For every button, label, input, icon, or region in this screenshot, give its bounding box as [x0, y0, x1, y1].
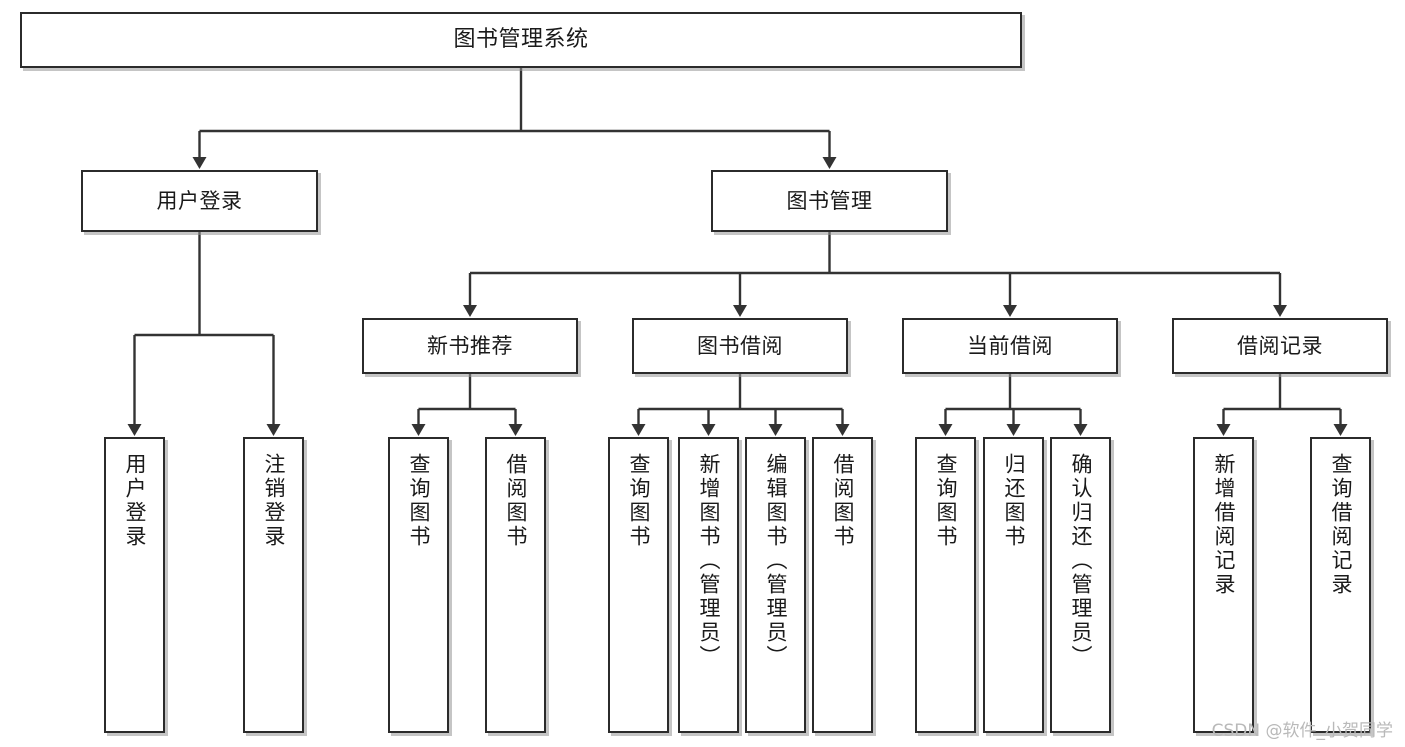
node-label: 确认归还（管理员）	[1069, 453, 1093, 669]
node-label: 查询借阅记录	[1329, 453, 1353, 597]
connector-lines	[127, 68, 1348, 436]
node-l-borrow1[interactable]: 借阅图书	[485, 437, 546, 733]
node-l-return[interactable]: 归还图书	[983, 437, 1044, 733]
node-l-borrow2[interactable]: 借阅图书	[812, 437, 873, 733]
node-bookmgmt[interactable]: 图书管理	[711, 170, 948, 232]
node-label: 注销登录	[262, 453, 286, 549]
node-label: 用户登录	[123, 453, 147, 549]
node-l-logout[interactable]: 注销登录	[243, 437, 304, 733]
node-borrow[interactable]: 图书借阅	[632, 318, 848, 374]
node-current[interactable]: 当前借阅	[902, 318, 1118, 374]
node-login[interactable]: 用户登录	[81, 170, 318, 232]
node-label: 新书推荐	[427, 333, 513, 358]
node-l-add[interactable]: 新增图书（管理员）	[678, 437, 739, 733]
node-l-confirm[interactable]: 确认归还（管理员）	[1050, 437, 1111, 733]
node-l-query2[interactable]: 查询图书	[608, 437, 669, 733]
node-records[interactable]: 借阅记录	[1172, 318, 1388, 374]
node-label: 新增借阅记录	[1212, 453, 1236, 597]
node-l-addrec[interactable]: 新增借阅记录	[1193, 437, 1254, 733]
node-l-query3[interactable]: 查询图书	[915, 437, 976, 733]
node-label: 图书管理	[786, 188, 873, 213]
node-label: 用户登录	[156, 188, 243, 213]
node-l-query1[interactable]: 查询图书	[388, 437, 449, 733]
node-l-edit[interactable]: 编辑图书（管理员）	[745, 437, 806, 733]
node-label: 图书管理系统	[453, 27, 589, 53]
node-label: 编辑图书（管理员）	[764, 453, 788, 669]
node-label: 查询图书	[627, 453, 651, 549]
node-label: 借阅图书	[831, 453, 855, 549]
node-label: 归还图书	[1002, 453, 1026, 549]
node-label: 查询图书	[934, 453, 958, 549]
node-newbook[interactable]: 新书推荐	[362, 318, 578, 374]
watermark-text: CSDN @软件_小贺同学	[1211, 721, 1393, 741]
node-label: 借阅记录	[1237, 333, 1323, 358]
node-root[interactable]: 图书管理系统	[20, 12, 1022, 68]
node-label: 查询图书	[407, 453, 431, 549]
node-label: 图书借阅	[697, 333, 783, 358]
node-l-login[interactable]: 用户登录	[104, 437, 165, 733]
node-l-queryrec[interactable]: 查询借阅记录	[1310, 437, 1371, 733]
node-label: 新增图书（管理员）	[697, 453, 721, 669]
node-label: 当前借阅	[967, 333, 1053, 358]
node-label: 借阅图书	[504, 453, 528, 549]
